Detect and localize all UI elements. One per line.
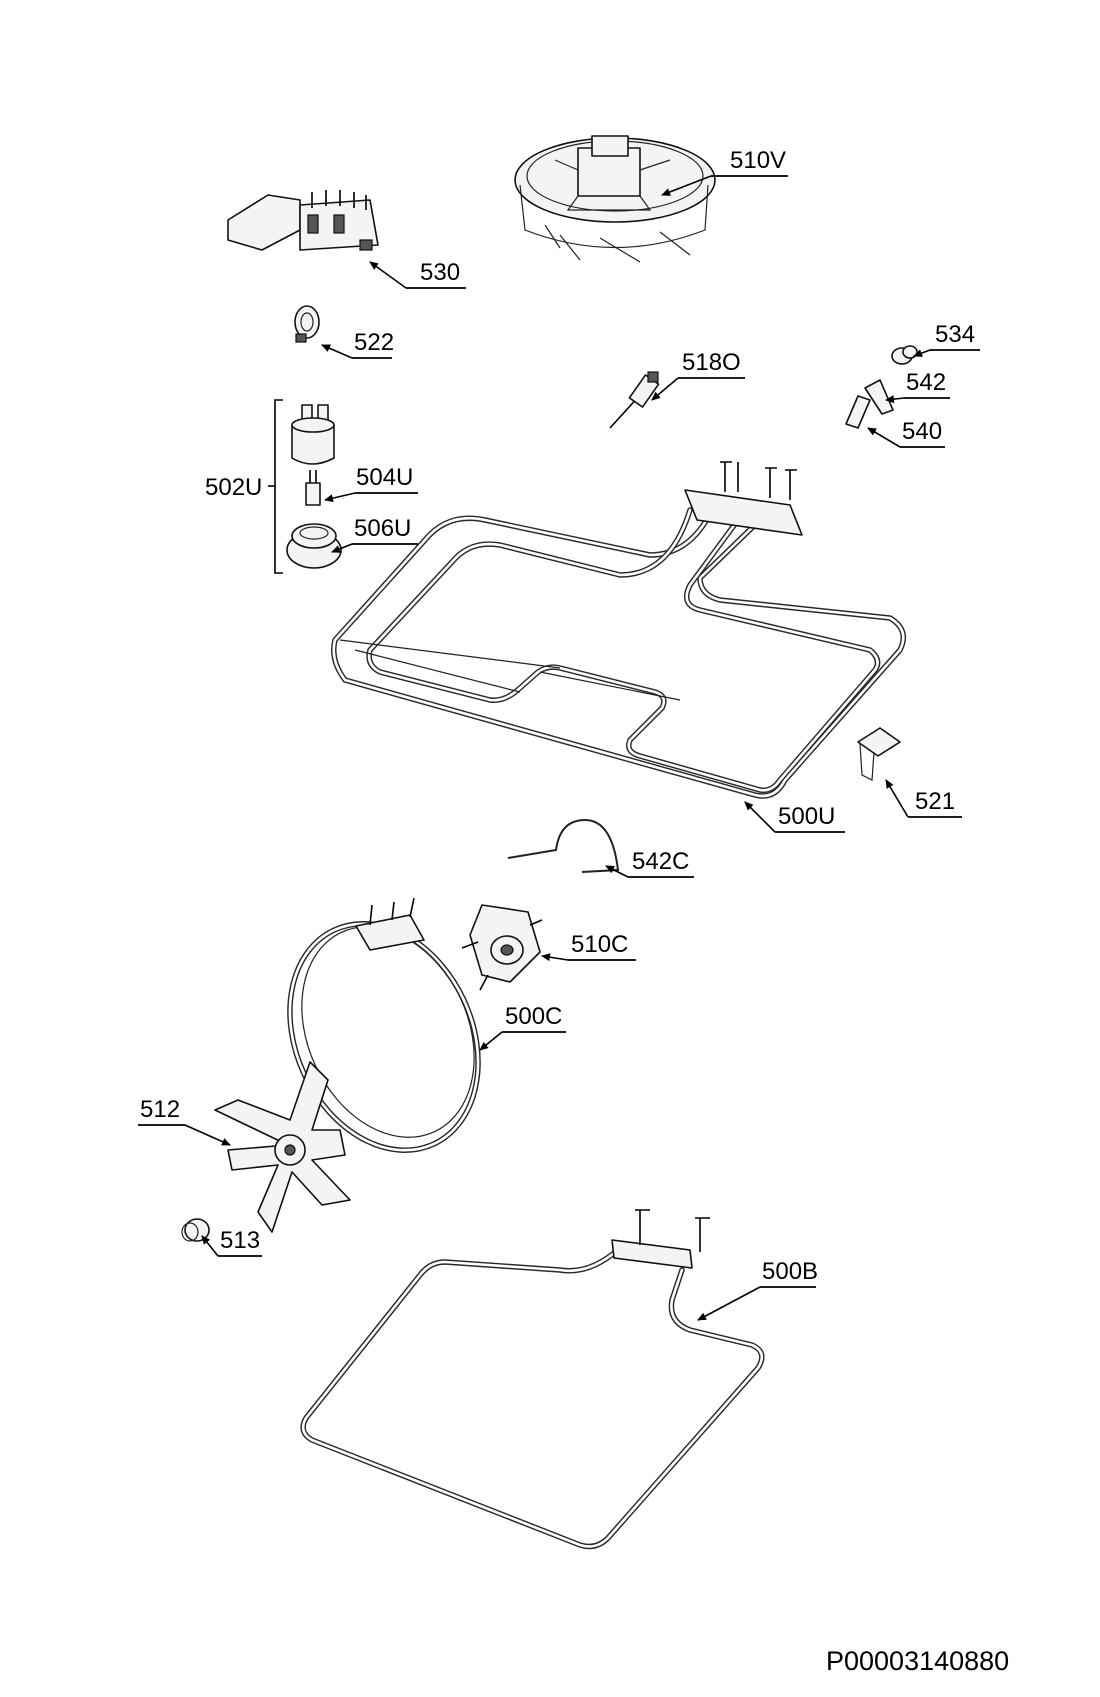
drawing-code: P00003140880 xyxy=(826,1646,1009,1676)
part-542-lamp-glass xyxy=(864,379,894,415)
label-534: 534 xyxy=(935,321,975,348)
label-502U: 502U xyxy=(205,474,262,501)
part-500C-ring-element xyxy=(287,897,481,1153)
label-512: 512 xyxy=(140,1096,180,1123)
part-513-nut xyxy=(181,1218,210,1242)
part-502U-knob-body xyxy=(291,404,335,465)
part-522-clip xyxy=(294,305,320,343)
label-500C: 500C xyxy=(505,1003,562,1030)
label-542: 542 xyxy=(906,369,946,396)
label-540: 540 xyxy=(902,418,942,445)
part-521-clip xyxy=(857,727,901,781)
label-522: 522 xyxy=(354,329,394,356)
label-521: 521 xyxy=(915,788,955,815)
part-530-terminal-block xyxy=(227,190,379,251)
label-530: 530 xyxy=(420,259,460,286)
label-542C: 542C xyxy=(632,848,689,875)
leader-lines xyxy=(138,175,980,1321)
part-518O-sensor xyxy=(609,371,660,429)
label-504U: 504U xyxy=(356,464,413,491)
part-510C-fan-motor xyxy=(461,904,543,991)
part-510V-fan-motor xyxy=(514,135,716,263)
label-506U: 506U xyxy=(354,515,411,542)
label-518O: 518O xyxy=(682,349,741,376)
part-500U-grill-element xyxy=(331,461,907,799)
label-510C: 510C xyxy=(571,931,628,958)
part-512-fan-blade xyxy=(214,1061,351,1233)
part-500B-bottom-element xyxy=(300,1209,765,1550)
part-534-lamp-cap xyxy=(891,345,918,365)
part-502U-group-bracket xyxy=(268,399,283,574)
part-506U-knob xyxy=(286,523,342,569)
label-510V: 510V xyxy=(730,147,786,174)
part-542C-wire-clip xyxy=(507,818,620,873)
part-504U-shaft xyxy=(305,470,321,506)
label-500B: 500B xyxy=(762,1258,818,1285)
label-513: 513 xyxy=(220,1227,260,1254)
label-500U: 500U xyxy=(778,803,835,830)
part-540-lamp-holder xyxy=(845,395,871,429)
